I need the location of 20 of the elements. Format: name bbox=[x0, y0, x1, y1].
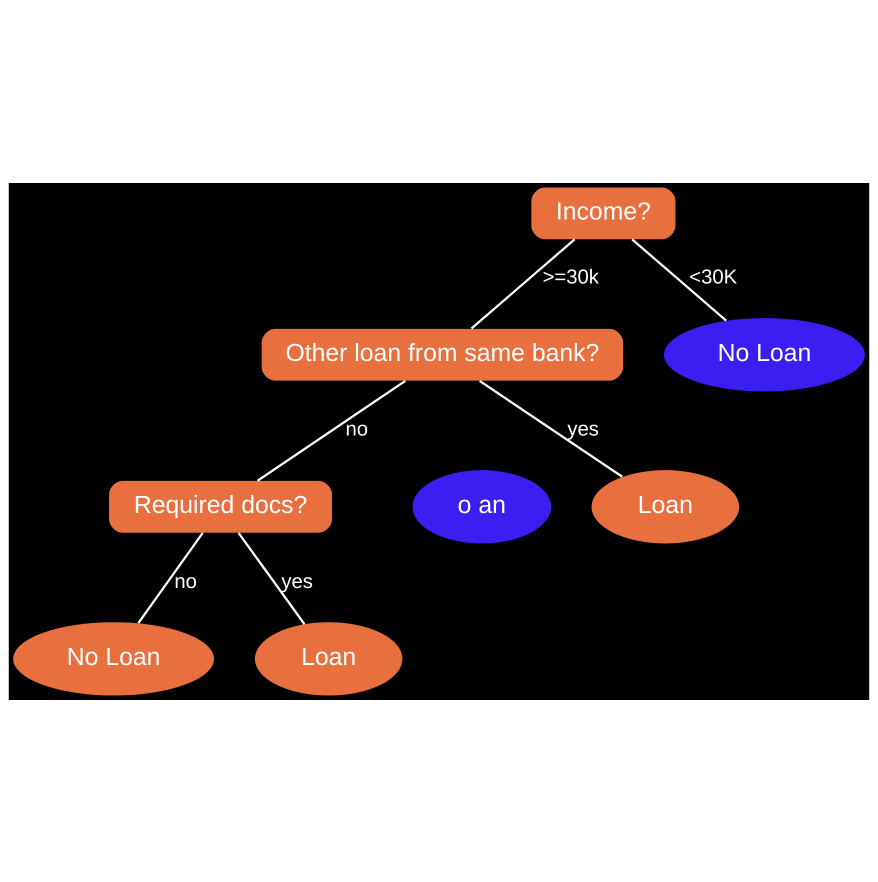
node-ellipse: No Loan bbox=[664, 318, 865, 391]
connector bbox=[631, 238, 727, 321]
edge-label: >=30k bbox=[542, 266, 599, 288]
connector bbox=[238, 532, 306, 624]
node-box: Income? bbox=[531, 187, 676, 239]
node-box: Other loan from same bank? bbox=[262, 328, 624, 380]
connector bbox=[479, 380, 623, 478]
node-ellipse: No Loan bbox=[13, 622, 214, 696]
edge-label: no bbox=[174, 570, 197, 592]
node-box: Required docs? bbox=[109, 480, 332, 532]
connector bbox=[256, 380, 406, 482]
connector bbox=[137, 532, 204, 624]
node-ellipse: Loan bbox=[592, 470, 740, 543]
connector bbox=[470, 238, 576, 329]
node-ellipse: Loan bbox=[254, 622, 402, 696]
edge-label: yes bbox=[567, 418, 599, 440]
edge-label: <30K bbox=[689, 266, 738, 288]
edge-label: yes bbox=[281, 570, 313, 592]
node-ellipse: o an bbox=[412, 470, 552, 543]
edge-label: no bbox=[346, 418, 368, 440]
